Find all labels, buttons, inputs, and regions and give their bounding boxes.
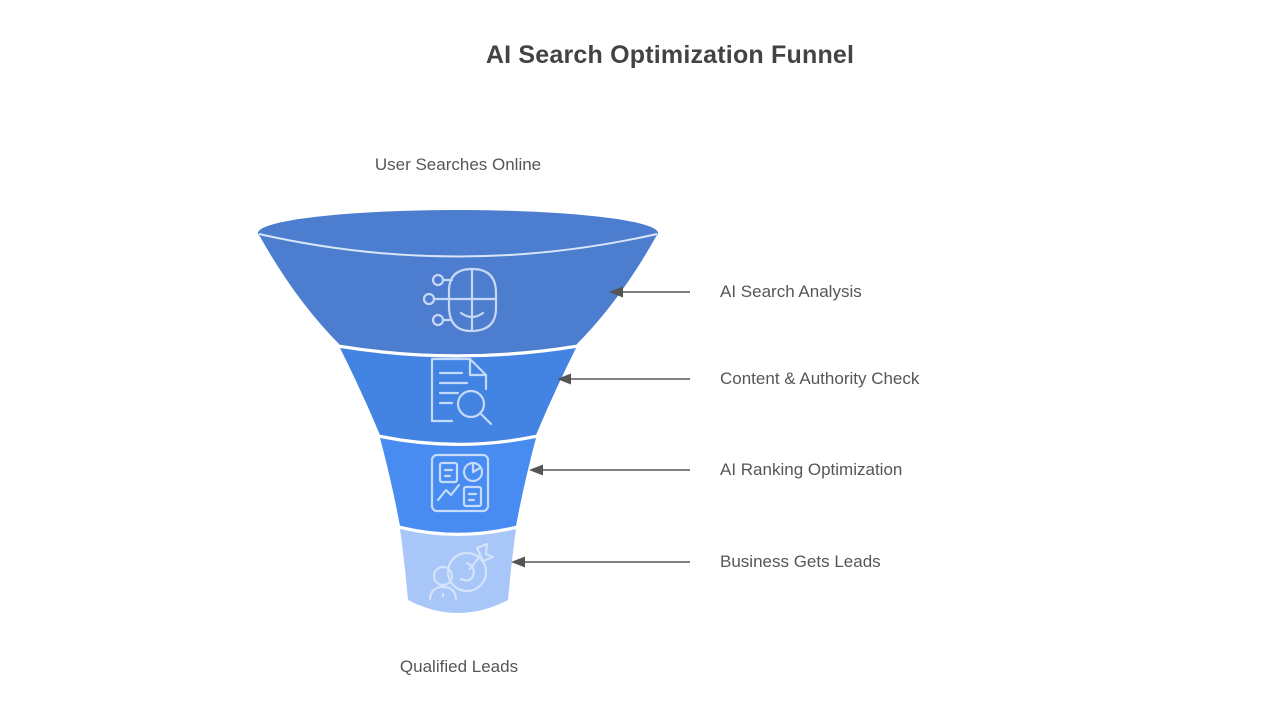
arrow-stage-1 (609, 286, 690, 298)
funnel-stage-1 (258, 233, 658, 355)
ai-head-circuit-icon (422, 267, 498, 333)
lead-target-icon (428, 542, 495, 601)
separator-2 (379, 434, 537, 446)
arrow-stage-3 (529, 464, 690, 476)
funnel-input-label: User Searches Online (374, 155, 542, 174)
funnel-mouth-ellipse (258, 210, 658, 256)
stage-label-content-authority-check: Content & Authority Check (720, 369, 920, 388)
stage-label-business-gets-leads: Business Gets Leads (720, 552, 881, 571)
document-search-icon (430, 357, 493, 426)
funnel-rim-highlight (258, 233, 658, 258)
page-title: AI Search Optimization Funnel (485, 41, 855, 69)
stage-label-ai-ranking-optimization: AI Ranking Optimization (720, 460, 903, 479)
dashboard-chart-icon (430, 453, 490, 513)
funnel-stage-4 (400, 529, 516, 613)
funnel-stage-2 (340, 348, 576, 443)
separator-1 (339, 344, 577, 357)
callout-arrows (511, 286, 690, 568)
arrow-stage-4 (511, 556, 690, 568)
funnel-separator-lines (339, 344, 577, 536)
arrow-stage-2 (557, 373, 690, 385)
stage-label-ai-search-analysis: AI Search Analysis (720, 282, 862, 301)
separator-3 (399, 525, 517, 536)
funnel-shape (258, 210, 658, 613)
funnel-icons (422, 267, 498, 601)
funnel-output-label: Qualified Leads (399, 657, 519, 676)
